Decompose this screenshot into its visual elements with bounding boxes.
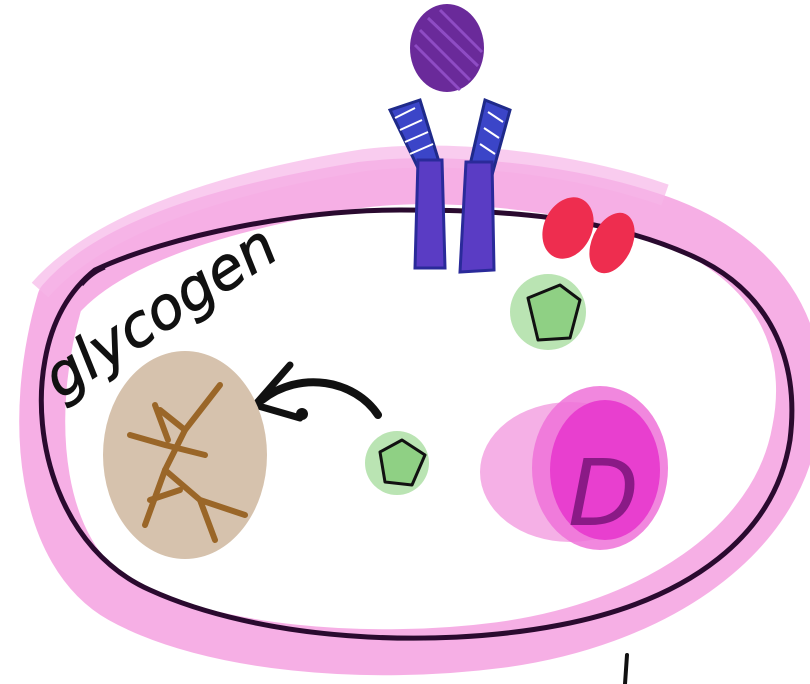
vesicle-icon bbox=[510, 274, 586, 350]
vesicle-icon bbox=[365, 431, 429, 495]
receptor bbox=[390, 4, 510, 272]
glycogen-granule bbox=[103, 351, 267, 559]
nucleus-label: D bbox=[568, 440, 639, 547]
bottom-mark bbox=[625, 655, 627, 684]
ligand-circle-icon bbox=[410, 4, 484, 92]
curved-arrow-icon bbox=[255, 365, 378, 420]
